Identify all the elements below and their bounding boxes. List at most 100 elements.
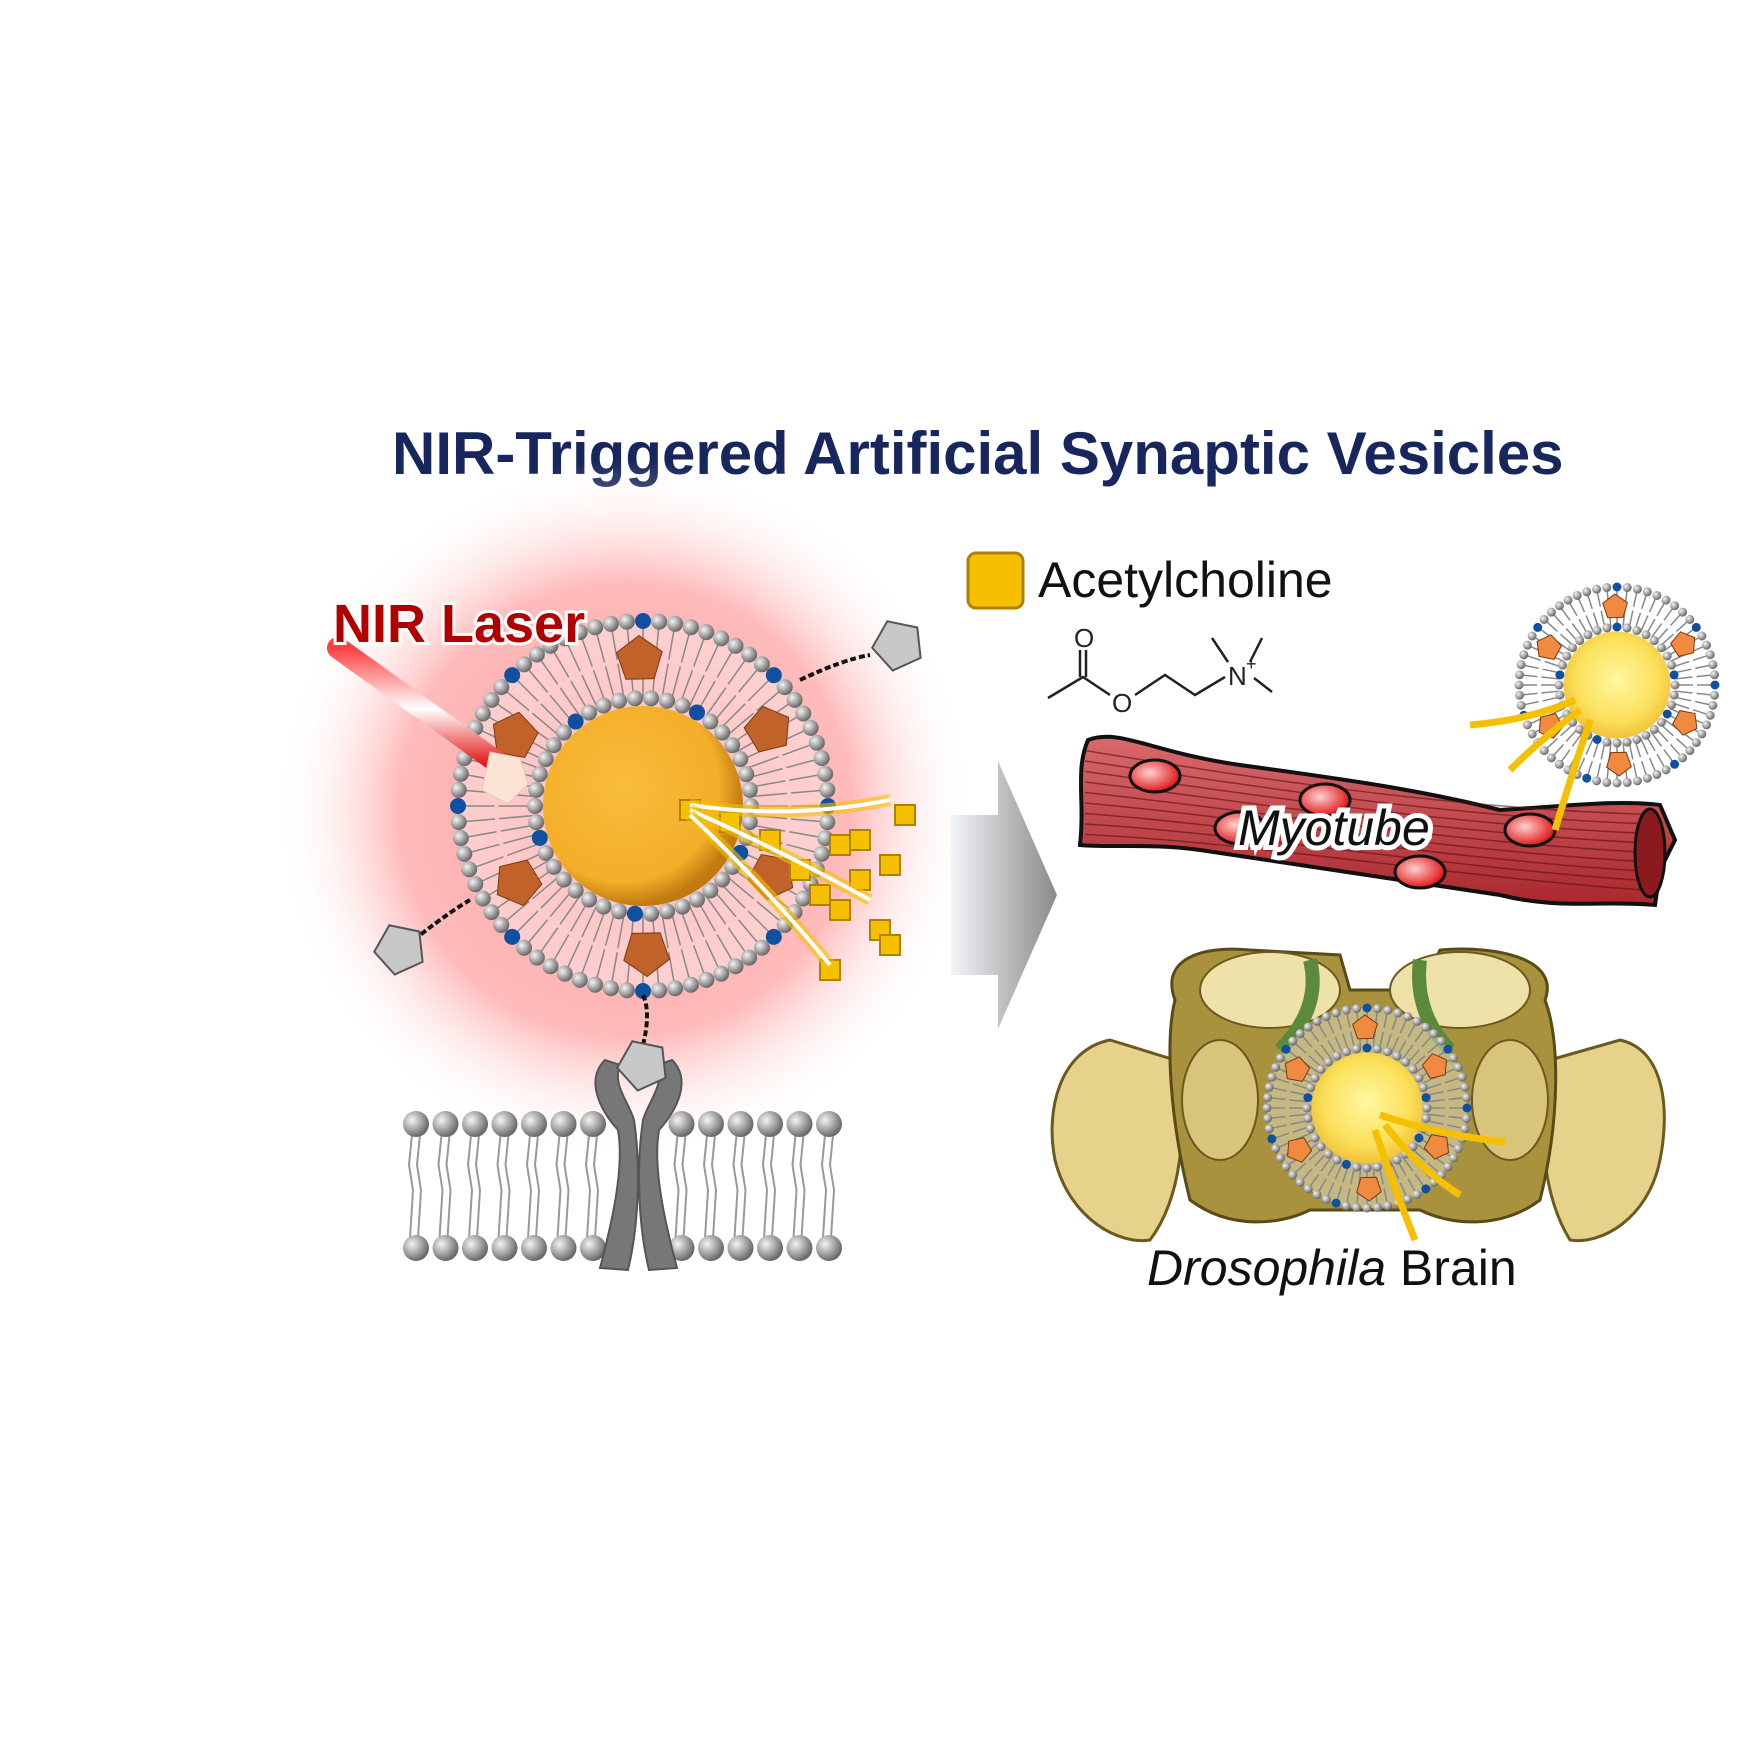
lipid-head — [595, 697, 612, 714]
lipid-tail — [1585, 737, 1595, 755]
lipid-head — [462, 1111, 488, 1137]
lipid-head — [698, 1111, 724, 1137]
lipid-head — [483, 904, 500, 921]
lipid-head — [580, 1111, 606, 1137]
lipid-tail — [1334, 1162, 1344, 1180]
lipid-head — [1592, 584, 1602, 594]
laser-beam — [327, 637, 519, 781]
lipid-head — [1393, 1008, 1403, 1018]
myotube-nucleus — [1503, 812, 1557, 848]
myotube-nucleus — [1393, 854, 1447, 890]
lipid-tail — [661, 663, 669, 700]
lipid-head — [714, 871, 731, 888]
lipid-head — [1303, 1113, 1313, 1123]
carbonyl-oxygen: O — [1074, 623, 1094, 653]
lipid-head — [1516, 700, 1526, 710]
lipid-head — [1515, 670, 1525, 680]
acetylcholine-molecule — [894, 804, 916, 826]
lipid-head — [1392, 1155, 1402, 1165]
lipid-head — [452, 765, 469, 782]
acetylcholine-molecule — [829, 899, 851, 921]
lipid-tail — [1650, 623, 1663, 639]
lipid-tail — [437, 1134, 452, 1239]
lipid-head — [1275, 1053, 1285, 1063]
lipid-tail — [584, 1134, 600, 1239]
lipid-head — [610, 692, 627, 709]
lipid-head — [813, 845, 830, 862]
acetylcholine-legend: Acetylcholine — [966, 551, 1333, 610]
lipid-head — [1408, 1142, 1418, 1152]
lipid-head — [1602, 623, 1612, 633]
ammonium-nitrogen: N — [1228, 661, 1247, 691]
lipid-head — [667, 615, 684, 632]
lipid-head — [1669, 690, 1679, 700]
lipid-head — [698, 624, 715, 641]
lipid-head — [555, 724, 572, 741]
lipid-head — [1612, 738, 1622, 748]
striation-line — [1084, 833, 1651, 892]
lipid-tail — [1674, 690, 1693, 694]
lipid-tail — [498, 814, 536, 820]
lipid-head — [462, 1235, 488, 1261]
lipid-head — [1372, 1162, 1382, 1172]
lipid-head — [1555, 690, 1565, 700]
lipid-head — [1303, 1093, 1313, 1103]
lipid-head — [1514, 680, 1524, 690]
lipid-tail — [1390, 1036, 1400, 1054]
ester-oxygen: O — [1112, 688, 1132, 718]
lipid-head — [1697, 729, 1707, 739]
lipid-head — [1697, 631, 1707, 641]
lipid-head — [1592, 625, 1602, 635]
lipid-head — [816, 1235, 842, 1261]
lipid-head — [643, 905, 660, 922]
lipid-head — [1685, 614, 1695, 624]
lipid-head — [602, 980, 619, 997]
acetylcholine-molecule — [849, 829, 871, 851]
lipid-head — [1612, 582, 1622, 592]
lipid-head — [1519, 650, 1529, 660]
lipid-head — [504, 667, 521, 684]
artificial-synaptic-vesicle — [372, 613, 922, 1092]
lipid-head — [667, 980, 684, 997]
lipid-head — [1316, 1064, 1326, 1074]
lipid-head — [450, 798, 466, 814]
lipid-head — [403, 1111, 429, 1137]
myotube-nucleus — [1298, 782, 1352, 818]
lipid-head — [491, 1235, 518, 1261]
lipid-tail — [744, 755, 780, 770]
lipid-head — [1352, 1004, 1362, 1014]
release-arrow — [1378, 1111, 1506, 1146]
lipid-head — [493, 679, 510, 696]
photothermal-pentagon — [492, 711, 539, 759]
lipid-head — [1281, 1044, 1291, 1054]
lipid-head — [635, 983, 651, 999]
lipid-head — [483, 691, 500, 708]
lipid-head — [1632, 735, 1642, 745]
lipid-head — [1443, 1044, 1453, 1054]
lipid-head — [668, 1111, 695, 1137]
lipid-head — [1303, 1184, 1313, 1194]
photothermal-pentagon — [1287, 1137, 1313, 1163]
lipid-head — [618, 982, 635, 999]
lipid-tail — [617, 912, 625, 949]
vesicle-core — [543, 706, 743, 906]
lipid-head — [1539, 614, 1549, 624]
lipid-head — [1592, 735, 1602, 745]
myotube: Myotube — [1077, 734, 1678, 908]
lipid-head — [587, 619, 604, 636]
lipid-head — [1462, 1103, 1472, 1113]
lipid-head — [753, 656, 770, 673]
lipid-head — [403, 1235, 429, 1261]
lipid-head — [795, 890, 812, 907]
lipid-head — [1271, 1062, 1281, 1072]
lipid-head — [450, 814, 467, 831]
lipid-head — [1632, 625, 1642, 635]
lipid-head — [1443, 1162, 1453, 1172]
lipid-head — [602, 615, 619, 632]
lipid-head — [550, 1111, 577, 1137]
acetylcholine-swatch — [966, 551, 1025, 610]
lipid-head — [1522, 640, 1532, 650]
photothermal-pentagon — [1356, 1176, 1382, 1202]
lipid-tail — [1289, 1113, 1308, 1117]
lipid-head — [753, 939, 770, 956]
